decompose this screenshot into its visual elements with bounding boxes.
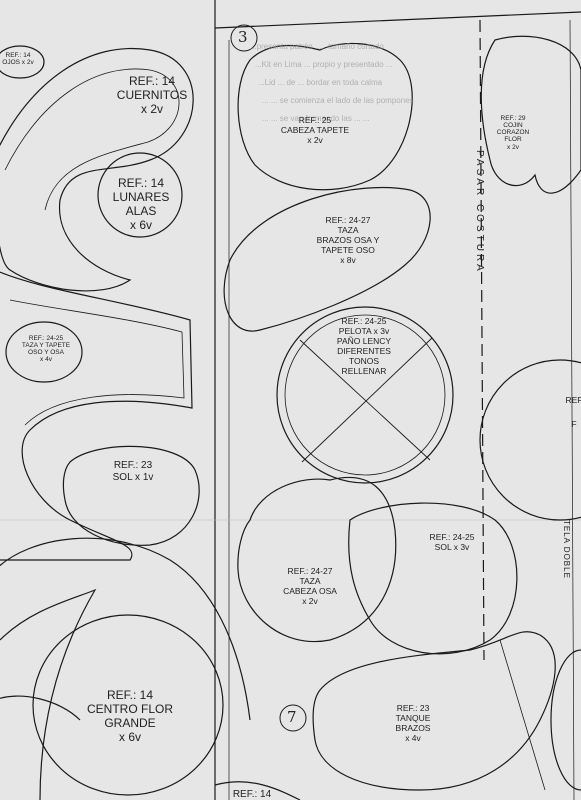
piece-sol-3-outline (348, 502, 518, 655)
pasar-costura-label: PASAR COSTURA (474, 150, 485, 274)
piece-centro-flor-outline (32, 614, 224, 796)
piece-bottom-ref-outline (214, 781, 301, 800)
bleed-text-2: ...Kit en Lima ... propio y presentado .… (255, 60, 393, 69)
bleed-text-4: ... ... se comienza el lado de las pompo… (262, 96, 414, 105)
piece-pelota-cross-b (301, 337, 433, 463)
step-mark-3-circle (230, 24, 258, 52)
piece-left-sleeve-inner (9, 299, 185, 426)
frame-line-top (214, 11, 581, 29)
piece-taza-brazos-outline (223, 187, 431, 332)
piece-taza-cabeza-outline (237, 476, 397, 643)
step-mark-7-circle (279, 704, 307, 732)
piece-pelota-cross-a (299, 339, 431, 461)
bleed-text-3: ...Lid ... de ... bordar en toda calma (258, 78, 383, 87)
piece-cuernitos-outline (0, 48, 194, 292)
fold-line (479, 19, 485, 661)
tela-doble-label: TELA DOBLE (562, 520, 571, 579)
step-mark-7: 7 (287, 708, 297, 726)
piece-left-sleeve-outline (0, 271, 193, 561)
piece-cojin-outline (480, 35, 581, 194)
piece-sol-1-outline (62, 445, 200, 546)
label-ref-bottom: REF.: 14 (232, 789, 272, 800)
piece-right-bottom-outline (550, 649, 581, 791)
piece-lunares-outline (97, 152, 183, 238)
piece-pelota-outline (276, 306, 454, 484)
step-mark-3: 3 (238, 28, 248, 46)
piece-right-circle-outline (479, 359, 581, 521)
piece-cabeza-tapete-outline (237, 42, 413, 191)
piece-ojos-outline (0, 45, 45, 79)
bleed-text-1: ...presenta patrón ..... tamaño cortado (250, 42, 384, 51)
piece-taza-tapete-outline (5, 321, 83, 383)
piece-pelota-inner (284, 314, 446, 476)
piece-cuernitos-inner (4, 68, 180, 211)
fold-line-right (569, 19, 575, 800)
piece-petal-arcs (0, 537, 251, 800)
piece-tanque-outline (312, 631, 556, 791)
piece-tanque-guide (499, 639, 546, 791)
bleed-text-5: ... ... se van formando las ... ... (262, 114, 370, 123)
